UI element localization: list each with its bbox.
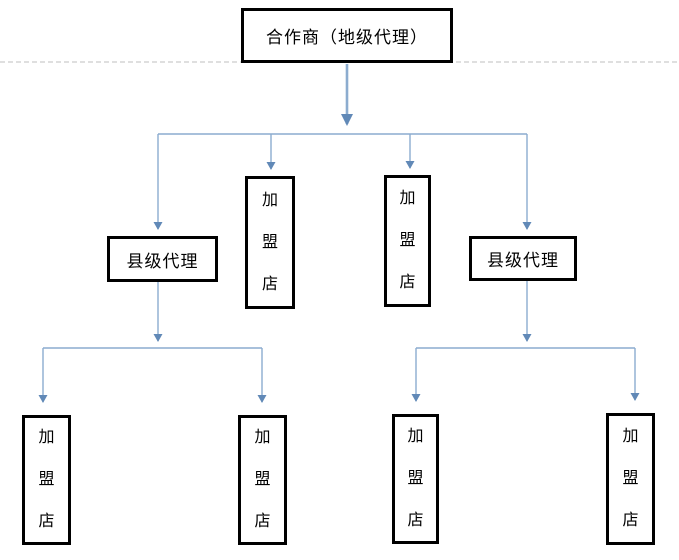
node-label: 加盟店	[38, 429, 55, 530]
node-franchise-store-bottom-3: 加盟店	[392, 414, 439, 544]
node-label: 加盟店	[254, 429, 271, 530]
node-label: 加盟店	[399, 190, 416, 291]
node-label: 县级代理	[487, 251, 559, 270]
node-label: 加盟店	[261, 191, 278, 293]
node-county-agent-left: 县级代理	[107, 236, 218, 282]
node-partner-prefecture-agent: 合作商（地级代理）	[241, 8, 453, 63]
node-county-agent-right: 县级代理	[469, 236, 577, 281]
node-franchise-store-bottom-2: 加盟店	[238, 415, 287, 545]
node-label: 加盟店	[622, 428, 639, 529]
node-label: 县级代理	[126, 251, 199, 271]
node-label: 合作商（地级代理）	[266, 28, 428, 47]
node-franchise-store-mid-left: 加盟店	[245, 176, 295, 309]
node-label: 加盟店	[407, 428, 424, 529]
node-franchise-store-bottom-4: 加盟店	[606, 413, 655, 545]
node-franchise-store-mid-right: 加盟店	[384, 175, 431, 307]
node-franchise-store-bottom-1: 加盟店	[22, 415, 71, 545]
